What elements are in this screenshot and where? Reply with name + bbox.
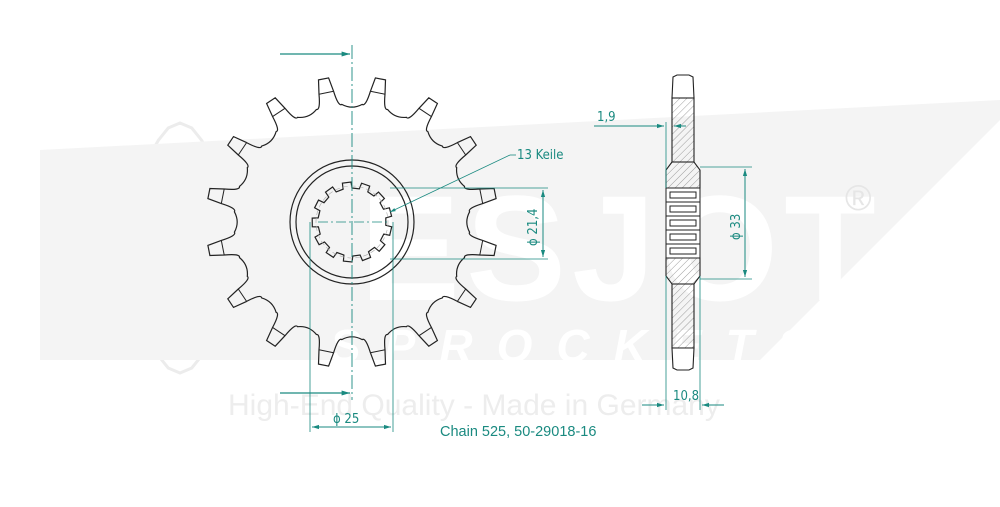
spline-callout: 13 Keile [389,148,564,213]
hub-outer-diameter-label: ϕ 33 [729,214,744,240]
sprocket-side-view [665,74,701,371]
hub-diameter-label: ϕ 25 [333,412,359,427]
watermark-brand: ESJOT [360,164,882,332]
plate-offset-label: 1,9 [597,110,616,125]
watermark-registered: ® [845,177,872,218]
hub-width-label: 10,8 [673,389,699,404]
dimension-hub-diameter: ϕ 25 [309,222,394,432]
watermark-banner [40,100,1000,360]
part-caption: Chain 525, 50-29018-16 [440,424,596,440]
dimension-hub-outer-diameter: ϕ 33 [700,166,752,280]
dimension-spline-diameter: ϕ 21,4 [390,187,548,260]
spline-keys-label: 13 Keile [517,148,564,163]
watermark-sub: SPROCKETS [330,320,832,372]
sprocket-front-view [207,45,497,400]
dimension-plate-offset: 1,9 [594,110,686,188]
dimension-hub-width: 10,8 [642,276,724,410]
tooth-chamfer-lines [220,90,484,354]
spline-diameter-label: ϕ 21,4 [526,209,541,246]
